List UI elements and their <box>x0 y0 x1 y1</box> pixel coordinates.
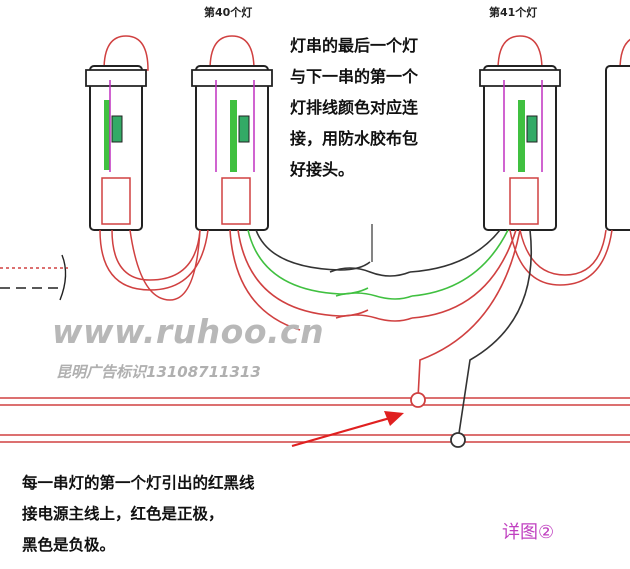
lamp-1 <box>85 35 149 231</box>
bottom-note-line: 每一串灯的第一个灯引出的红黑线 <box>22 474 255 492</box>
positive-tap-node <box>410 392 426 408</box>
top-note-line: 好接头。 <box>290 160 355 179</box>
top-note-line: 灯排线颜色对应连 <box>290 98 419 117</box>
bottom-note: 每一串灯的第一个灯引出的红黑线 接电源主线上，红色是正极， 黑色是负极。 <box>22 468 352 561</box>
lamp-42-partial <box>605 38 630 231</box>
top-note: 灯串的最后一个灯 与下一串的第一个 灯排线颜色对应连 接，用防水胶布包 好接头。 <box>290 30 460 185</box>
power-main-lines <box>0 397 630 443</box>
lamp-41-label: 第41个灯 <box>489 6 538 19</box>
lamp-wire-loops <box>99 229 613 301</box>
power-tap-wires <box>417 229 532 441</box>
top-note-line: 与下一串的第一个 <box>290 67 419 86</box>
lamp-40-label: 第40个灯 <box>204 6 253 19</box>
lamp-41 <box>479 35 561 231</box>
watermark-contact: 昆明广告标识13108711313 <box>56 363 261 381</box>
negative-tap-node <box>450 432 466 448</box>
top-note-line: 灯串的最后一个灯 <box>290 36 419 55</box>
watermark-url: www.ruhoo.cn <box>52 312 325 351</box>
incoming-dashed-lines <box>0 254 68 301</box>
connection-wires <box>229 229 517 331</box>
red-arrow <box>291 411 404 448</box>
bottom-note-line: 黑色是负极。 <box>22 536 116 554</box>
lamp-40 <box>191 35 273 231</box>
bottom-note-line: 接电源主线上，红色是正极， <box>22 505 224 523</box>
detail-label: 详图② <box>502 522 555 543</box>
top-note-line: 接，用防水胶布包 <box>290 129 419 148</box>
